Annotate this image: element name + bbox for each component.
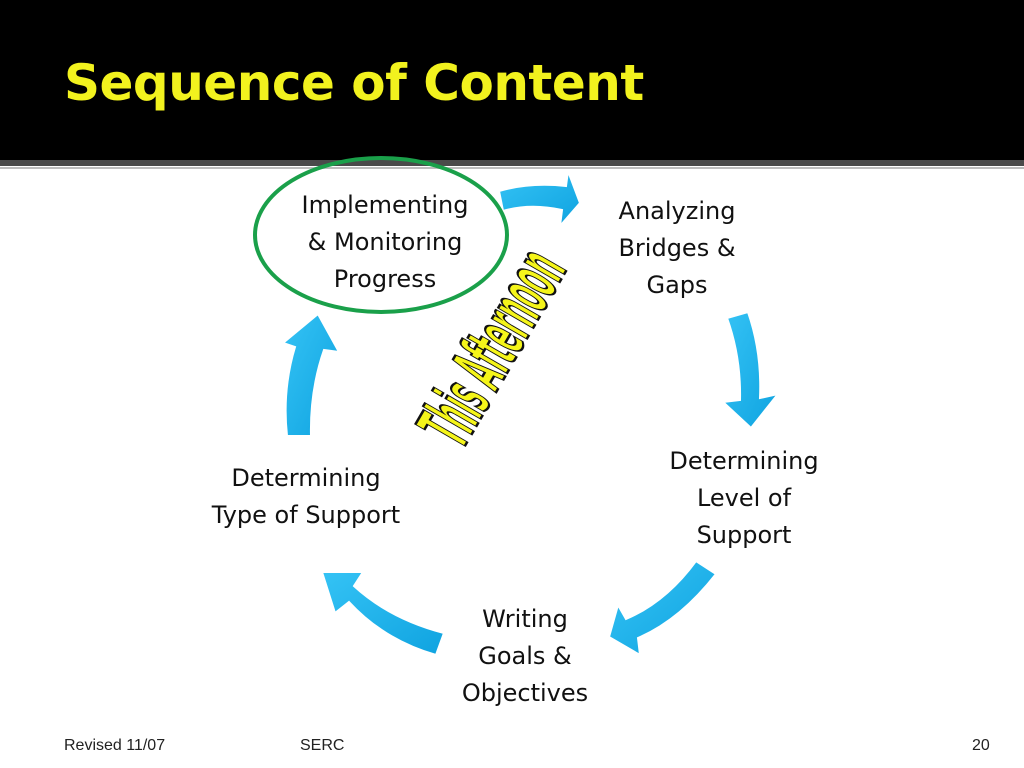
node-line: Type of Support bbox=[211, 501, 401, 529]
node-line: Objectives bbox=[461, 679, 589, 707]
highlight-ellipse bbox=[253, 156, 509, 314]
cycle-arrow-5 bbox=[280, 312, 341, 437]
node-line: Determining bbox=[231, 464, 381, 492]
slide-title: Sequence of Content bbox=[64, 54, 644, 112]
node-line: Gaps bbox=[646, 271, 708, 299]
node-line: Progress bbox=[333, 265, 437, 293]
node-line: Writing bbox=[482, 605, 568, 633]
title-divider-thin bbox=[0, 167, 1024, 169]
node-line: Analyzing bbox=[618, 197, 736, 225]
node-line: Goals & bbox=[478, 642, 572, 670]
node-line: Determining bbox=[669, 447, 819, 475]
node-determining-type: Determining Type of Support bbox=[186, 460, 426, 534]
node-line: Implementing bbox=[301, 191, 469, 219]
node-determining-level: Determining Level of Support bbox=[644, 443, 844, 554]
title-divider bbox=[0, 160, 1024, 166]
node-analyzing-bridges: Analyzing Bridges & Gaps bbox=[597, 193, 757, 304]
node-writing-goals: Writing Goals & Objectives bbox=[440, 601, 610, 712]
footer-org: SERC bbox=[300, 737, 345, 754]
node-line: Support bbox=[696, 521, 792, 549]
node-line: & Monitoring bbox=[307, 228, 463, 256]
title-bar: Sequence of Content bbox=[0, 0, 1024, 160]
cycle-arrow-3 bbox=[607, 559, 718, 657]
cycle-arrow-4 bbox=[320, 571, 446, 657]
cycle-arrow-2 bbox=[720, 310, 781, 430]
node-line: Level of bbox=[696, 484, 792, 512]
cycle-arrow-1 bbox=[497, 170, 582, 230]
node-implementing-monitoring: Implementing & Monitoring Progress bbox=[280, 187, 490, 298]
footer-revised: Revised 11/07 bbox=[64, 737, 166, 754]
node-line: Bridges & bbox=[618, 234, 736, 262]
footer-page-number: 20 bbox=[972, 737, 990, 754]
